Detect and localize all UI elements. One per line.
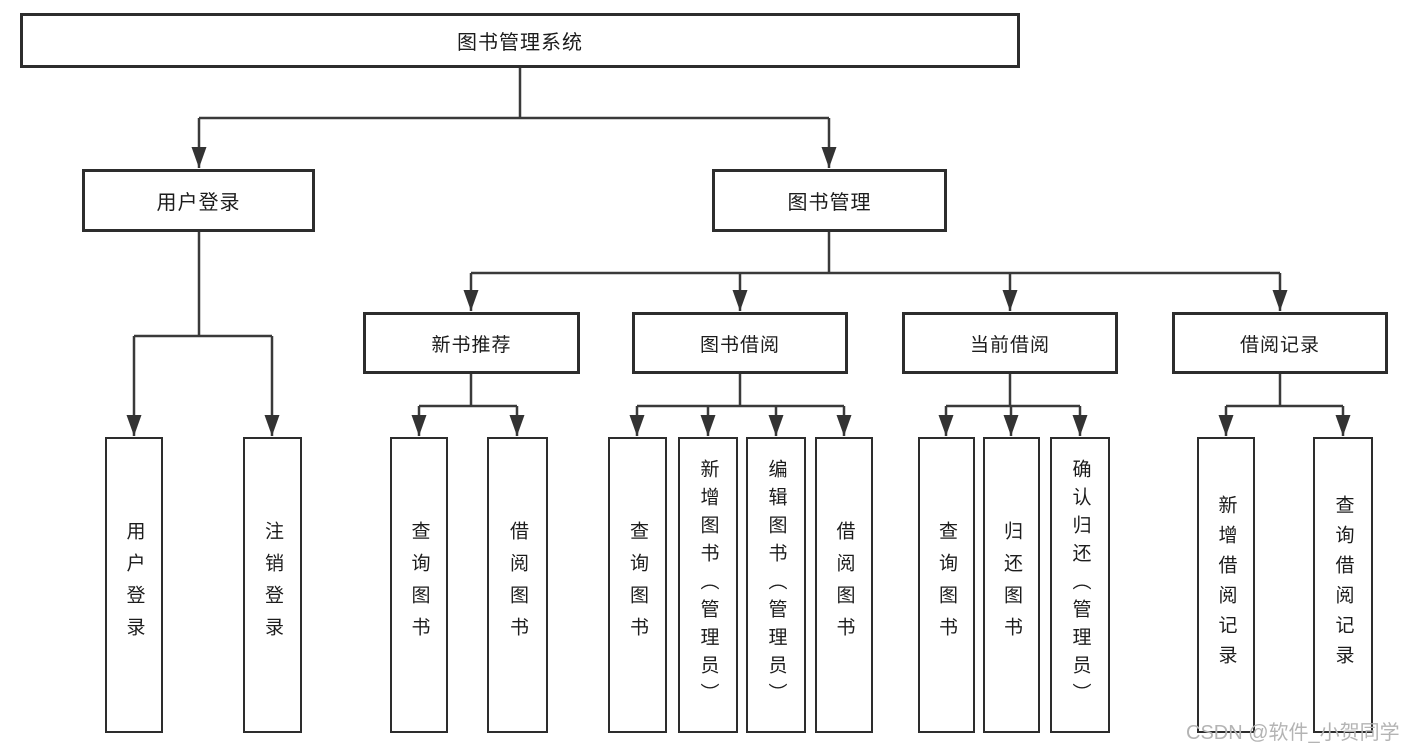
leaf-label: 新增借阅记录: [1215, 495, 1237, 675]
leaf-label: 查询借阅记录: [1332, 495, 1354, 675]
leaf-return-books: 归还图书: [983, 437, 1040, 733]
node-new-book-recommendation: 新书推荐: [363, 312, 580, 374]
node-borrowing-records: 借阅记录: [1172, 312, 1388, 374]
leaf-user-login: 用户登录: [105, 437, 163, 733]
leaf-label: 查询图书: [408, 521, 430, 649]
leaf-label: 新增图书（管理员）: [697, 459, 719, 711]
leaf-label: 归还图书: [1001, 521, 1022, 649]
leaf-add-borrow-record: 新增借阅记录: [1197, 437, 1255, 733]
leaf-label: 用户登录: [123, 521, 145, 649]
leaf-query-books-recommend: 查询图书: [390, 437, 448, 733]
leaf-label: 编辑图书（管理员）: [765, 459, 787, 711]
leaf-borrow-books-borrowing: 借阅图书: [815, 437, 873, 733]
watermark: CSDN @软件_小贺同学: [1186, 722, 1400, 744]
leaf-label: 查询图书: [936, 521, 957, 649]
node-library-management-system: 图书管理系统: [20, 13, 1020, 68]
leaf-label: 注销登录: [262, 521, 283, 649]
leaf-borrow-books-recommend: 借阅图书: [487, 437, 548, 733]
leaf-label: 查询图书: [627, 521, 648, 649]
leaf-edit-book-admin: 编辑图书（管理员）: [746, 437, 806, 733]
node-current-borrowing: 当前借阅: [902, 312, 1118, 374]
leaf-query-books-borrowing: 查询图书: [608, 437, 667, 733]
node-book-management: 图书管理: [712, 169, 947, 232]
leaf-query-books-current: 查询图书: [918, 437, 975, 733]
leaf-add-book-admin: 新增图书（管理员）: [678, 437, 738, 733]
node-user-login: 用户登录: [82, 169, 315, 232]
leaf-label: 确认归还（管理员）: [1069, 459, 1091, 711]
node-book-borrowing: 图书借阅: [632, 312, 848, 374]
leaf-logout: 注销登录: [243, 437, 302, 733]
leaf-query-borrow-record: 查询借阅记录: [1313, 437, 1373, 733]
leaf-confirm-return-admin: 确认归还（管理员）: [1050, 437, 1110, 733]
leaf-label: 借阅图书: [507, 521, 528, 649]
leaf-label: 借阅图书: [833, 521, 855, 649]
